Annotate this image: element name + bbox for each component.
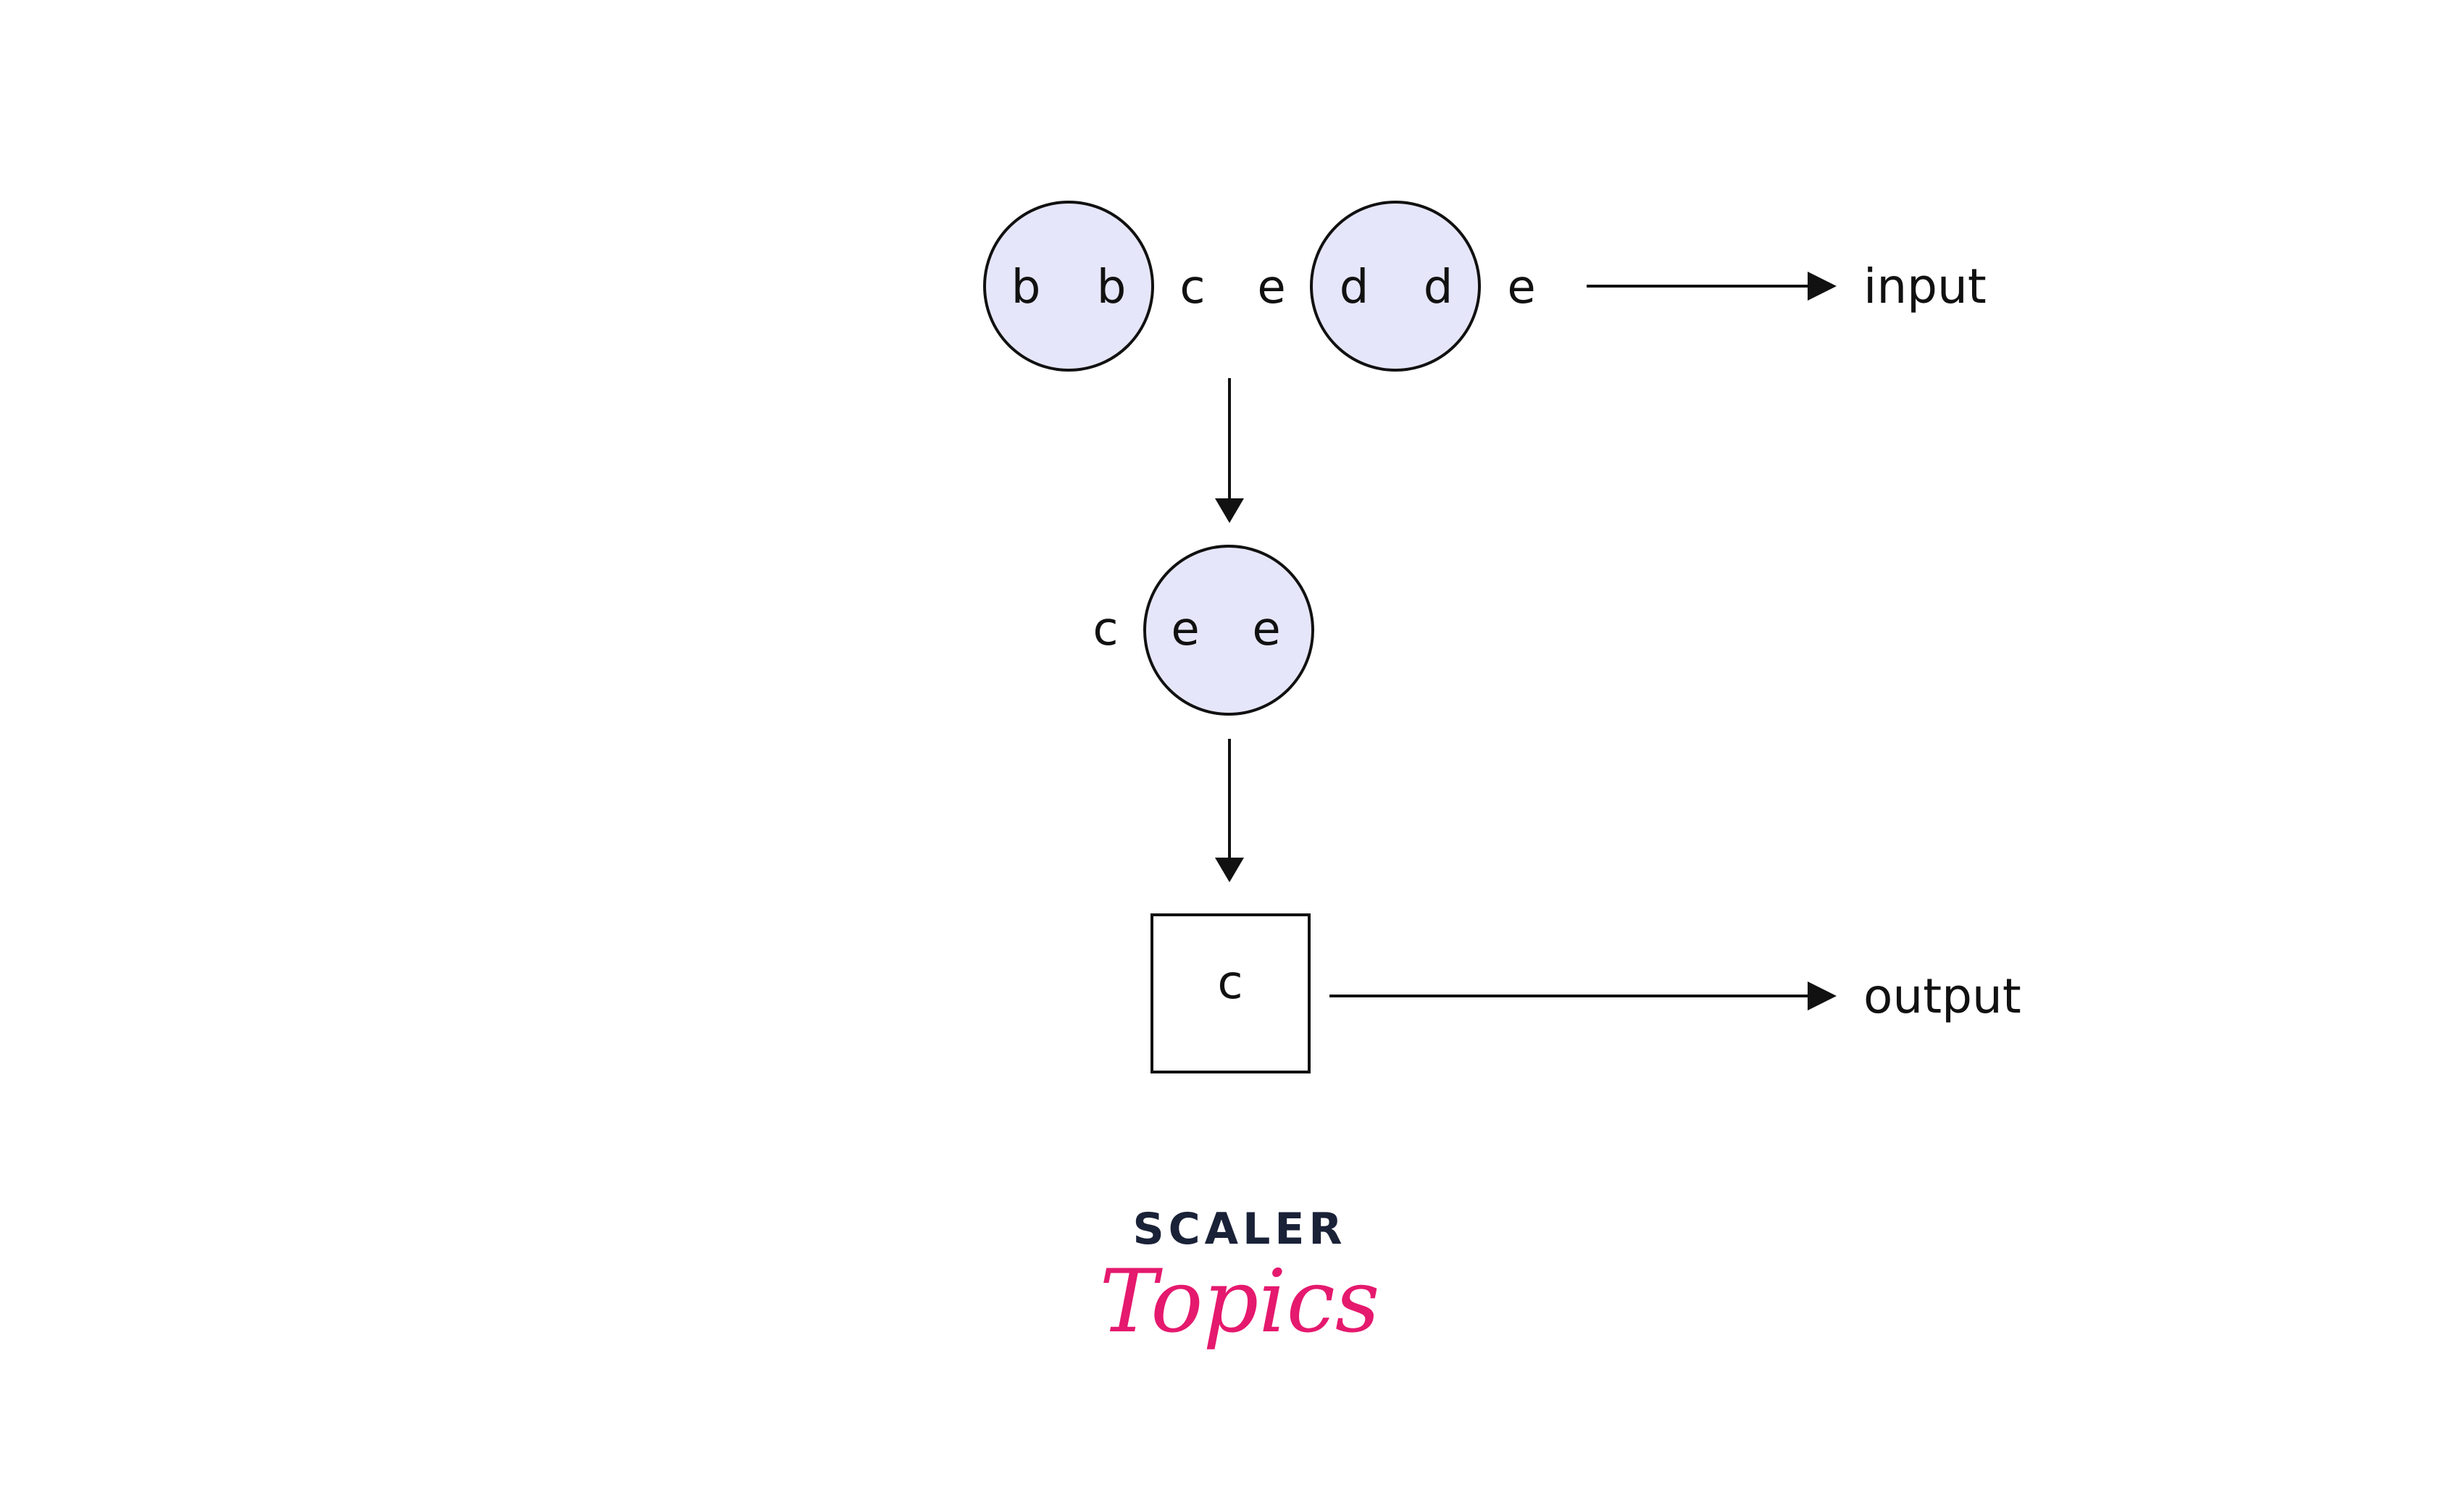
middle-char: c [1093, 603, 1118, 656]
scaler-topics-logo: SCALER Topics [1100, 1204, 1380, 1352]
highlight-circle-bb [983, 201, 1154, 372]
input-char: d [1424, 261, 1453, 314]
middle-char: e [1171, 603, 1199, 656]
input-label: input [1863, 259, 1987, 314]
input-char: e [1507, 261, 1535, 314]
down-arrow-2-head [1215, 858, 1244, 882]
highlight-circle-dd [1310, 201, 1481, 372]
output-char: c [1217, 956, 1243, 1010]
middle-char: e [1252, 603, 1280, 656]
input-char: b [1011, 261, 1041, 314]
input-char: c [1179, 261, 1205, 314]
highlight-circle-ee [1143, 545, 1314, 716]
output-arrow-head [1808, 981, 1837, 1010]
logo-topics-text: Topics [1100, 1252, 1380, 1352]
input-char: b [1097, 261, 1127, 314]
output-label: output [1863, 968, 2021, 1024]
input-arrow-head [1808, 272, 1837, 301]
output-box [1150, 913, 1311, 1073]
down-arrow-1-head [1215, 498, 1244, 523]
input-char: d [1340, 261, 1369, 314]
input-char: e [1257, 261, 1285, 314]
logo-scaler-text: SCALER [1132, 1204, 1346, 1255]
